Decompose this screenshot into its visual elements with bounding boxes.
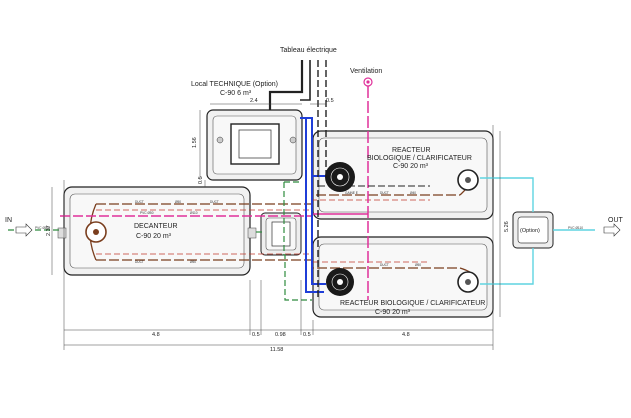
decanteur-model: C-90 20 m³	[136, 233, 172, 240]
pipe-label: PVC Ø50	[140, 211, 154, 215]
pipe-label: DUCT	[210, 200, 219, 204]
ventilation-label: Ventilation	[350, 68, 382, 75]
pipe-label: Ø40	[410, 191, 416, 195]
pipe-label: Ø50	[415, 263, 421, 267]
dim-0-5-mid2: 0.5	[303, 332, 311, 338]
dim-1-56: 1.56	[192, 137, 198, 148]
dimension-lines	[51, 103, 501, 350]
pipe-label: DUCT	[380, 191, 389, 195]
pump-bottom-left	[326, 268, 354, 296]
local-title: Local TECHNIQUE (Option)	[191, 81, 278, 88]
dim-2-4: 2.4	[250, 98, 258, 104]
in-arrow-icon	[15, 223, 33, 237]
dim-0-98: 0.98	[275, 332, 286, 338]
pipe-label: DUCT	[135, 260, 144, 264]
pipe-annotations: DUCT Ø50 DUCT PVC Ø50 Ø110 DUCT Ø50 GAIN…	[135, 191, 421, 267]
pipe-label: DUCT	[135, 200, 144, 204]
local-technique-tank	[206, 109, 303, 181]
pipe-label: Ø50	[175, 200, 181, 204]
dim-5-26: 5.26	[504, 221, 510, 232]
pipe-in-label: PVC Ø110	[35, 226, 50, 230]
tableau-label: Tableau électrique	[280, 47, 337, 54]
reactor-bottom-model: C-90 20 m³	[375, 309, 411, 316]
reactor-top-tank	[312, 130, 494, 220]
dim-0-5-left: 0.5	[198, 176, 204, 184]
pipe-out-label: PVC Ø110	[568, 226, 583, 230]
outlet-bottom-right	[457, 271, 479, 293]
decanteur-title: DECANTEUR	[134, 223, 178, 230]
pipe-label: DUCT	[380, 263, 389, 267]
out-arrow-icon	[603, 223, 621, 237]
option-box	[512, 211, 554, 249]
out-label: OUT	[608, 217, 624, 224]
dim-4-8-left: 4.8	[152, 332, 160, 338]
reactor-top-model: C-90 20 m³	[393, 163, 429, 170]
pipe-label: Ø50	[190, 260, 196, 264]
junction-box	[260, 212, 302, 256]
reactor-bottom-title: REACTEUR BIOLOGIQUE / CLARIFICATEUR	[340, 300, 485, 307]
in-label: IN	[5, 217, 12, 224]
dim-4-8-right: 4.8	[402, 332, 410, 338]
inlet-decanteur	[85, 221, 107, 243]
dim-11-58: 11.58	[270, 347, 283, 353]
cyan-pipe	[480, 177, 595, 285]
green-pipe	[8, 181, 312, 301]
electric-cables	[268, 60, 430, 300]
local-model: C-90 6 m³	[220, 90, 252, 97]
decanteur-tank	[57, 186, 257, 276]
dim-0-5-top: 0.5	[326, 98, 334, 104]
reactor-top-title-1: REACTEUR	[392, 147, 431, 154]
ventilation-icon	[363, 77, 373, 87]
dim-2-37: 2.37	[46, 225, 52, 236]
reactor-bottom-tank	[312, 236, 494, 318]
pump-top-left	[325, 162, 355, 192]
outlet-top-right	[457, 169, 479, 191]
pipe-label: Ø110	[190, 211, 198, 215]
option-label: (Option)	[520, 228, 540, 234]
reactor-top-title-2: BIOLOGIQUE / CLARIFICATEUR	[367, 155, 472, 162]
dim-0-5-mid1: 0.5	[252, 332, 260, 338]
pipe-label: GAINE E	[345, 191, 358, 195]
